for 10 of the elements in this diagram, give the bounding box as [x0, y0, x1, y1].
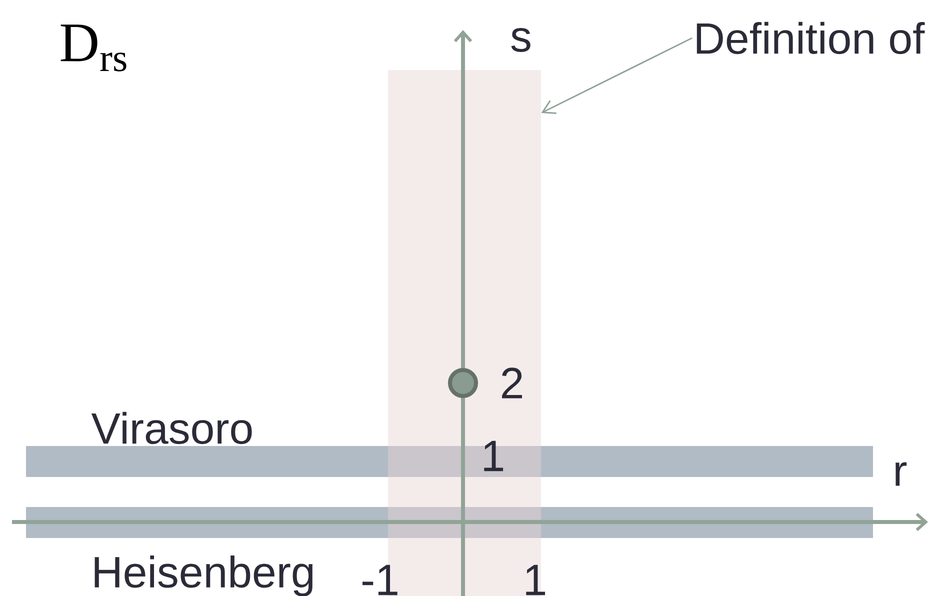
callout-text: Definition of	[696, 22, 925, 54]
axis-label: D$_{rs}$	[60, 24, 126, 72]
tick-label: -1	[362, 564, 398, 596]
leader-line	[541, 37, 692, 114]
tick-label: 1	[526, 564, 546, 596]
tick-label: 2	[502, 368, 522, 398]
band-label: Heisenberg	[94, 556, 312, 596]
band-label: Virasoro	[91, 412, 252, 444]
axis-label: r	[896, 462, 907, 486]
tick-label: 1	[484, 440, 504, 472]
